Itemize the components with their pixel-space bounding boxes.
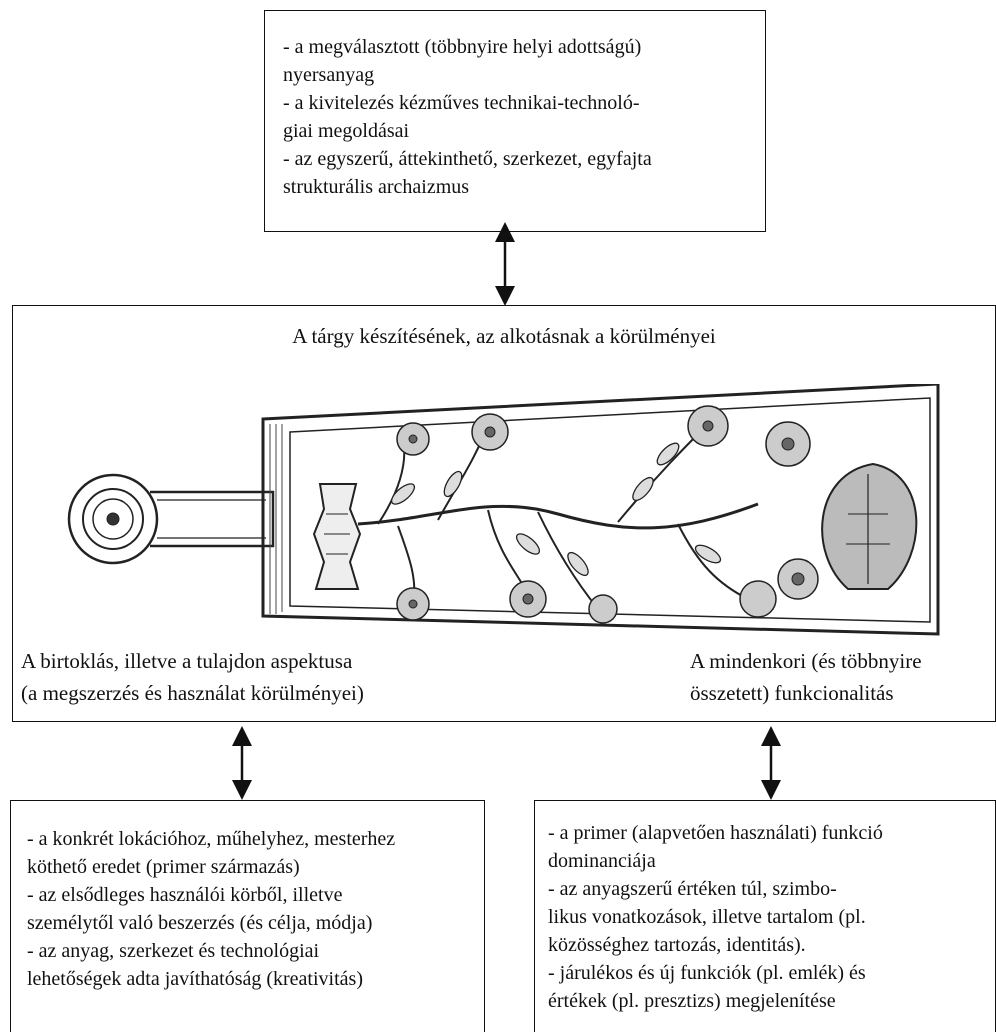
double-arrow-right: [761, 726, 781, 800]
top-box-line: - a kivitelezés kézműves technikai-techn…: [283, 92, 640, 114]
bottom-right-line: dominanciája: [548, 850, 656, 872]
bottom-left-line: köthető eredet (primer származás): [27, 856, 300, 878]
bottom-right-line: - járulékos és új funkciók (pl. emlék) é…: [548, 962, 866, 984]
top-box-line: - az egyszerű, áttekinthető, szerkezet, …: [283, 148, 652, 170]
bottom-left-line: - az anyag, szerkezet és technológiai: [27, 940, 320, 962]
right-label: A mindenkori (és többnyire összetett) fu…: [690, 645, 922, 709]
double-arrow-left: [232, 726, 252, 800]
center-title: A tárgy készítésének, az alkotásnak a kö…: [292, 324, 716, 348]
bottom-right-line: közösséghez tartozás, identitás).: [548, 934, 806, 956]
top-box-line: nyersanyag: [283, 64, 375, 86]
top-box-line: strukturális archaizmus: [283, 176, 470, 198]
right-label-line: összetett) funkcionalitás: [690, 681, 894, 705]
bottom-right-line: - a primer (alapvetően használati) funkc…: [548, 822, 883, 844]
double-arrow-top: [495, 222, 515, 306]
bottom-right-line: - az anyagszerű értéken túl, szimbo-: [548, 878, 837, 900]
bottom-right-line: értékek (pl. presztizs) megjelenítése: [548, 990, 836, 1012]
bottom-right-box: - a primer (alapvetően használati) funkc…: [534, 800, 996, 1032]
left-label: A birtoklás, illetve a tulajdon aspektus…: [21, 645, 364, 709]
right-label-line: A mindenkori (és többnyire: [690, 649, 922, 673]
bottom-right-line: likus vonatkozások, illetve tartalom (pl…: [548, 906, 866, 928]
center-box: A tárgy készítésének, az alkotásnak a kö…: [12, 305, 996, 722]
bottom-left-line: lehetőségek adta javíthatóság (kreativit…: [27, 968, 363, 990]
embroidered-object-illustration: [67, 384, 940, 636]
bottom-left-line: személytől való beszerzés (és célja, mód…: [27, 912, 373, 934]
bottom-left-line: - az elsődleges használói körből, illetv…: [27, 884, 343, 906]
top-box-line: - a megválasztott (többnyire helyi adott…: [283, 36, 642, 58]
top-box: - a megválasztott (többnyire helyi adott…: [264, 10, 766, 232]
bottom-left-box: - a konkrét lokációhoz, műhelyhez, meste…: [10, 800, 485, 1032]
left-label-line: A birtoklás, illetve a tulajdon aspektus…: [21, 649, 353, 673]
top-box-line: giai megoldásai: [283, 120, 410, 142]
left-label-line: (a megszerzés és használat körülményei): [21, 681, 364, 705]
bottom-left-line: - a konkrét lokációhoz, műhelyhez, meste…: [27, 828, 396, 850]
